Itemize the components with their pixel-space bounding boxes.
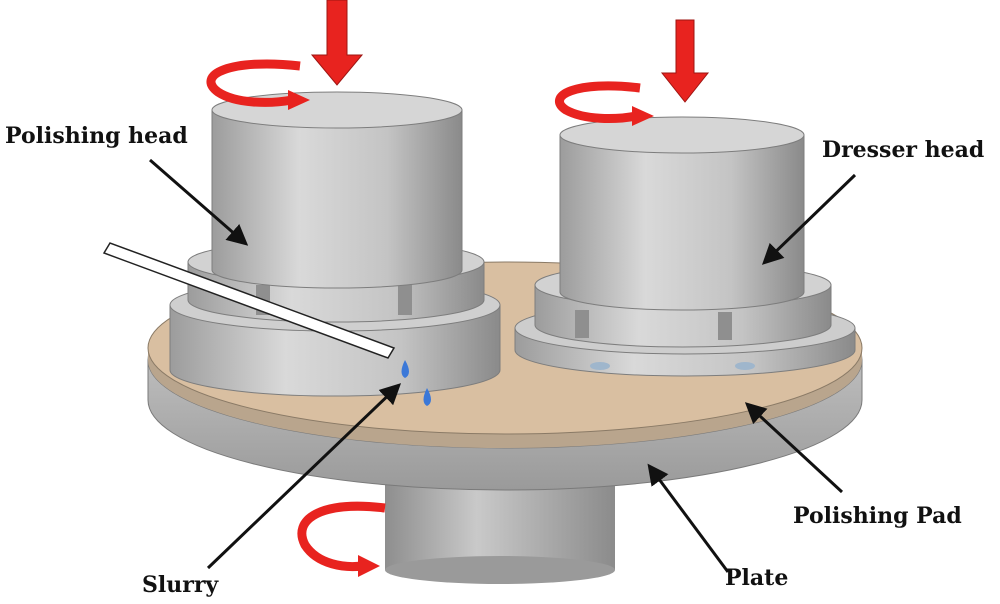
pointer-polishing-pad bbox=[744, 402, 844, 494]
pointer-lines bbox=[149, 158, 857, 573]
rotation-arrow-icon-dresser-head bbox=[555, 81, 654, 126]
polishing-head bbox=[169, 91, 501, 397]
rotation-arrow-icon-polishing-head bbox=[206, 59, 310, 110]
press-arrow-icon-right bbox=[660, 19, 710, 103]
pointer-plate bbox=[647, 463, 730, 573]
press-arrow-icon-left bbox=[310, 0, 364, 86]
label-plate: Plate bbox=[725, 565, 788, 591]
slurry-nozzle bbox=[102, 242, 396, 359]
label-polishing-head: Polishing head bbox=[5, 123, 188, 149]
label-slurry: Slurry bbox=[142, 572, 219, 598]
pointer-polishing-head bbox=[149, 158, 249, 246]
slurry-drop-icon bbox=[401, 360, 431, 406]
rotation-arrow-icon-plate bbox=[297, 501, 386, 577]
label-polishing-pad: Polishing Pad bbox=[793, 503, 962, 529]
label-dresser-head: Dresser head bbox=[822, 137, 984, 163]
pointer-dresser-head bbox=[761, 173, 857, 265]
pointer-slurry bbox=[206, 383, 402, 570]
dresser-head bbox=[514, 116, 856, 377]
